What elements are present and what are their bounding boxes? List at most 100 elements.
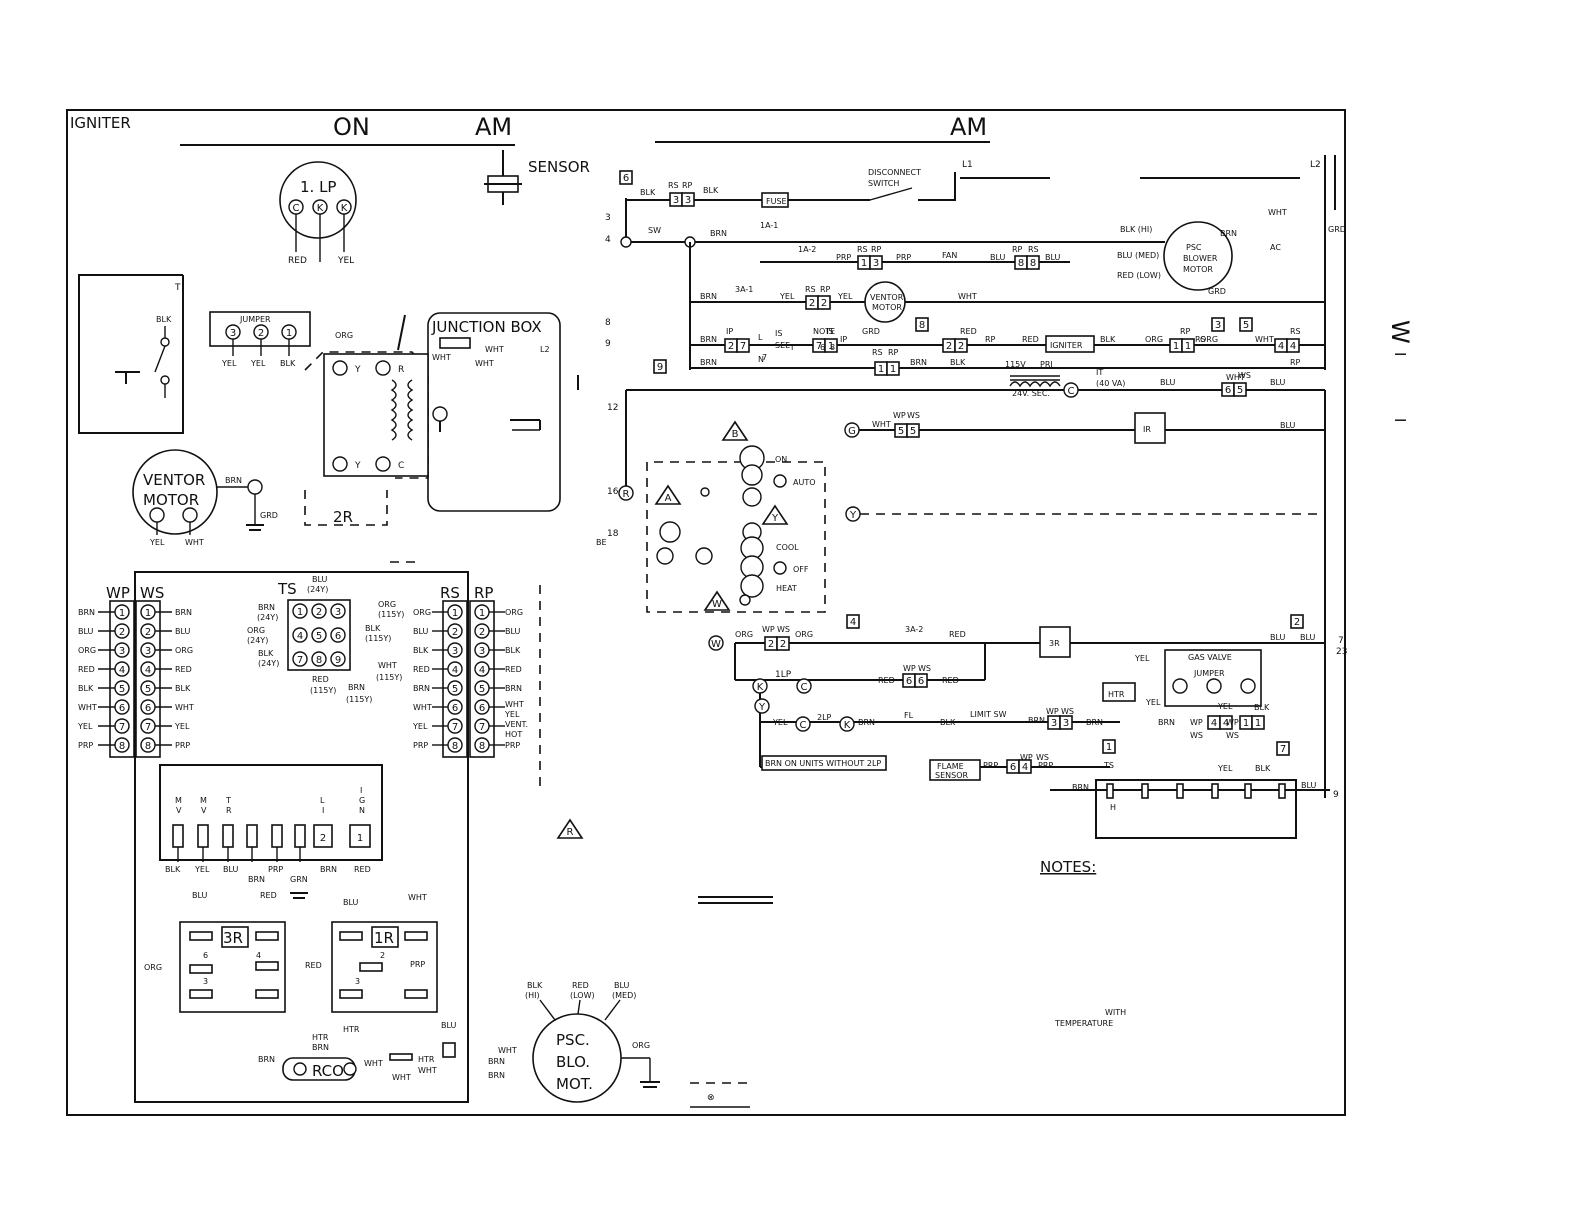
ventor-motor-left: VENTOR MOTOR YEL WHT BRN GRD — [132, 449, 278, 547]
ts-pin — [311, 651, 327, 667]
valve-terminal — [1244, 783, 1252, 799]
ladder-wire-label: BRN — [700, 358, 717, 367]
svg-text:1R: 1R — [374, 929, 394, 947]
svg-text:(115Y): (115Y) — [378, 610, 404, 619]
thermostat-terminal — [773, 474, 787, 488]
svg-text:C: C — [1068, 386, 1075, 397]
ladder-wire-label: WS — [918, 664, 931, 673]
svg-text:I: I — [360, 786, 362, 795]
svg-text:C: C — [293, 203, 300, 214]
svg-text:BLK: BLK — [258, 649, 274, 658]
ladder-wire-label: NOTE — [813, 327, 835, 336]
pin-number: 3 — [1063, 718, 1069, 729]
ts-pin — [330, 627, 346, 643]
ts-pin-number: 1 — [297, 607, 303, 618]
wp-wire-label: BLK — [78, 684, 94, 693]
ladder-wire-label: BRN — [858, 718, 875, 727]
ladder-wire-label: WP — [1226, 718, 1239, 727]
ladder-wire-label: BLU — [1300, 633, 1316, 642]
svg-text:YEL: YEL — [221, 359, 237, 368]
svg-text:BLK: BLK — [365, 624, 381, 633]
harness-pin-number: 5 — [452, 684, 458, 695]
rs-wire-label: ORG — [413, 608, 431, 617]
ladder-wire-label: RP — [1180, 327, 1191, 336]
svg-text:WHT: WHT — [475, 359, 494, 368]
ladder-wire-label: L — [758, 333, 763, 342]
harness-pin-number: 4 — [119, 665, 125, 676]
ladder-wire-label: JUMPER — [1193, 669, 1225, 678]
rs-wire-label: RED — [413, 665, 430, 674]
ladder-wire-label: (40 VA) — [1096, 379, 1125, 388]
svg-text:BLU: BLU — [614, 981, 630, 990]
ladder-wire-label: RS — [872, 348, 883, 357]
valve-terminal — [1141, 783, 1149, 799]
control-board: M V M V T R L I I G N 2 1 BLK YEL BLU BR… — [159, 764, 383, 899]
svg-text:C: C — [800, 720, 807, 731]
svg-text:3R: 3R — [1049, 639, 1060, 648]
svg-text:WHT: WHT — [392, 1073, 411, 1082]
ladder-wire-label: WP — [893, 411, 906, 420]
svg-text:WHT: WHT — [185, 538, 204, 547]
ladder-wire-label: BRN — [910, 358, 927, 367]
ladder-wire-label: RP — [682, 181, 693, 190]
wp-wire-label: RED — [78, 665, 95, 674]
ladder-wire-label: HTR — [1108, 690, 1125, 699]
rs-wire-label: BLK — [413, 646, 429, 655]
ladder-wire-label: WP — [1190, 718, 1203, 727]
harness-pin-number: 2 — [145, 627, 151, 638]
thermostat-terminal — [695, 547, 713, 565]
svg-text:18: 18 — [607, 529, 619, 539]
svg-text:BRN: BRN — [258, 1055, 275, 1064]
side-mark-i1: I — [1391, 352, 1409, 356]
ladder-wire-label: BLU — [1301, 781, 1317, 790]
svg-text:GRN: GRN — [290, 875, 308, 884]
pin-box — [776, 636, 790, 651]
svg-text:BLOWER: BLOWER — [1183, 254, 1218, 263]
svg-text:2: 2 — [1294, 617, 1300, 628]
ladder-wire-label: BLK — [950, 358, 966, 367]
svg-text:PRP: PRP — [268, 865, 283, 874]
svg-text:9: 9 — [1333, 790, 1339, 800]
svg-text:K: K — [844, 720, 851, 731]
rp-wire-label: BRN — [505, 684, 522, 693]
ladder-wire-label: 3A-2 — [905, 625, 923, 634]
pin-number: 4 — [1022, 762, 1028, 773]
pin-number: 2 — [809, 298, 815, 309]
ladder-wire-label: YEL — [779, 292, 795, 301]
svg-text:FLAME: FLAME — [937, 762, 964, 771]
ts-pin-number: 7 — [297, 655, 303, 666]
svg-text:(24Y): (24Y) — [247, 636, 268, 645]
ts-pin-number: 6 — [335, 631, 341, 642]
svg-text:T: T — [225, 796, 231, 805]
svg-text:C: C — [398, 461, 404, 471]
ws-wire-label: PRP — [175, 741, 190, 750]
svg-text:(MED): (MED) — [612, 991, 636, 1000]
thermostat-terminal — [741, 464, 763, 486]
svg-text:RED: RED — [288, 256, 307, 266]
ladder-wire-label: BLK — [703, 186, 719, 195]
pin-number: 1 — [878, 364, 884, 375]
pin-number: 1 — [1185, 341, 1191, 352]
svg-text:1: 1 — [286, 328, 292, 339]
pin-box — [906, 423, 920, 438]
svg-text:ORG: ORG — [247, 626, 265, 635]
svg-text:(HI): (HI) — [525, 991, 540, 1000]
svg-text:R: R — [226, 806, 232, 815]
pin-number: 5 — [1237, 385, 1243, 396]
harness-pin-number: 8 — [119, 741, 125, 752]
harness-pin-number: 1 — [452, 608, 458, 619]
ladder-wire-label: YEL — [837, 292, 853, 301]
ladder-wire-label: WHT — [958, 292, 977, 301]
svg-text:B: B — [732, 429, 739, 440]
jumper-plug: JUMPER 3 2 1 YEL YEL BLK — [209, 311, 311, 368]
svg-text:WHT: WHT — [498, 1046, 517, 1055]
pin-box — [1251, 715, 1265, 730]
ts-pin — [292, 651, 308, 667]
side-mark-w: W — [1386, 320, 1414, 344]
transformer: ORG Y R Y C 2R — [304, 331, 429, 526]
rp-wire-label: ORG — [505, 608, 523, 617]
ladder-wire-label: IS — [826, 327, 833, 336]
svg-text:Y: Y — [758, 702, 766, 713]
svg-text:RCO: RCO — [312, 1062, 344, 1080]
pin-number: 3 — [685, 195, 691, 206]
